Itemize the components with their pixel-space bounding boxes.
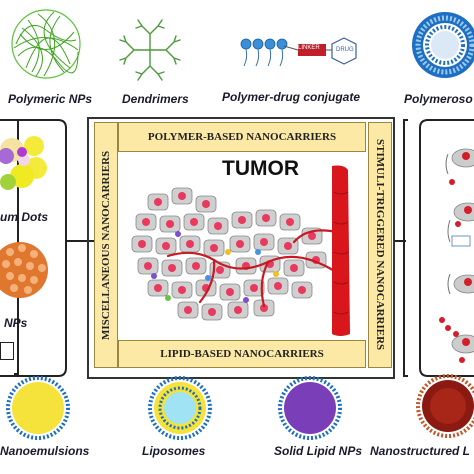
solid-lipid-nps-label: Solid Lipid NPs xyxy=(274,444,363,458)
porous-np-icon xyxy=(0,242,48,298)
nanoemulsions-label: Nanoemulsions xyxy=(0,444,90,458)
quantum-dots-icon xyxy=(0,136,47,190)
banner-miscellaneous: MISCELLANEOUS NANOCARRIERS xyxy=(94,122,118,368)
nanoemulsion-icon xyxy=(6,376,70,440)
center-frame xyxy=(87,117,395,379)
dendrimers-label: Dendrimers xyxy=(122,92,189,106)
right-panel-frame xyxy=(419,119,474,377)
tumor-title: TUMOR xyxy=(222,157,299,180)
polymerosome-icon xyxy=(412,12,474,78)
quantum-dots-label: um Dots xyxy=(0,210,48,224)
tumor-illustration xyxy=(131,165,350,336)
left-connector xyxy=(66,240,94,242)
banner-stimuli-triggered: STIMULI-TRIGGERED NANOCARRIERS xyxy=(368,122,392,368)
nanostructured-label: Nanostructured L xyxy=(370,444,471,458)
liposomes-label: Liposomes xyxy=(142,444,206,458)
banner-polymer-based: POLYMER-BASED NANOCARRIERS xyxy=(118,122,366,152)
liposome-icon xyxy=(148,376,212,440)
nps-label: NPs xyxy=(4,316,28,330)
legend-box xyxy=(0,342,14,360)
polymer-drug-conjugate-icon xyxy=(240,37,357,67)
polymer-drug-conjugate-label: Polymer-drug conjugate xyxy=(222,90,361,104)
banner-lipid-based: LIPID-BASED NANOCARRIERS xyxy=(118,340,366,368)
right-bracket xyxy=(403,119,408,377)
right-connector xyxy=(394,240,406,242)
dendrimer-icon xyxy=(119,19,181,81)
polymeric-np-icon xyxy=(11,9,81,79)
drug-label: DRUG xyxy=(336,47,354,53)
nanostructured-lipid-carrier-icon xyxy=(416,374,474,438)
left-panel-frame xyxy=(0,119,67,377)
solid-lipid-np-icon xyxy=(278,376,342,440)
stimuli-response-icon xyxy=(439,148,474,363)
polymerosomes-label: Polymeroso xyxy=(404,92,473,106)
polymeric-nps-label: Polymeric NPs xyxy=(8,92,93,106)
linker-label: LINKER xyxy=(298,45,320,51)
main-blood-vessel xyxy=(332,165,350,336)
